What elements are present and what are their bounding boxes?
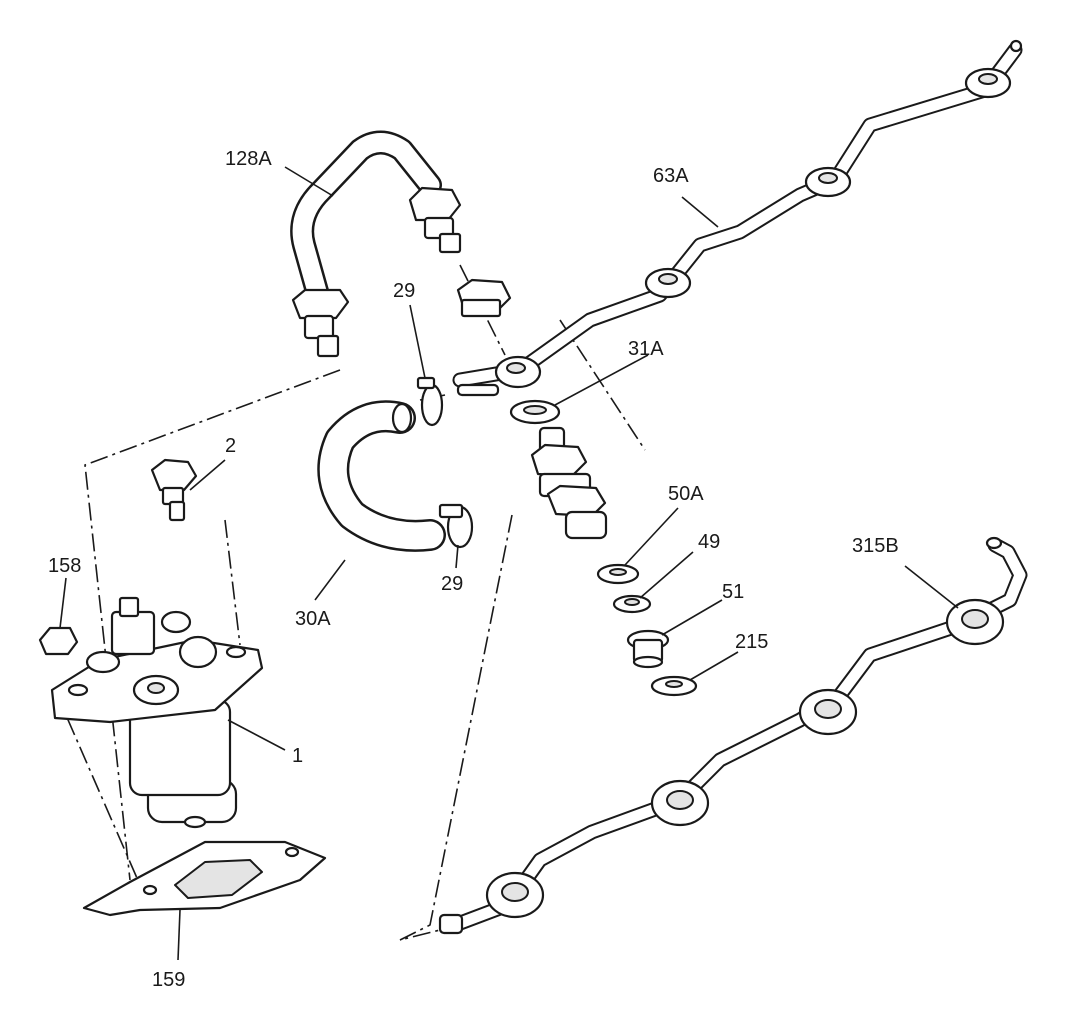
callout-labels: 128A 63A 29 31A 2 158 50A 49 51 215 315B… [48, 148, 899, 991]
callout-1: 1 [292, 745, 303, 767]
callout-51: 51 [722, 581, 744, 603]
part-31A-washer [509, 399, 561, 425]
line-nut-and-eye [456, 278, 542, 397]
callout-50A: 50A [668, 483, 704, 505]
callout-49: 49 [698, 531, 720, 553]
callout-128A: 128A [225, 148, 272, 170]
part-215-washer [650, 675, 698, 697]
part-1-injection-pump [50, 596, 264, 829]
part-50A-washer [596, 563, 640, 585]
part-30A-hose [317, 400, 446, 552]
callout-29-bottom: 29 [441, 573, 463, 595]
delivery-valve-connector [530, 426, 608, 540]
part-29-top-clamp [416, 376, 444, 427]
callout-159: 159 [152, 969, 185, 991]
part-29-bottom-clamp [438, 503, 474, 549]
part-128A-bent-pipe [290, 130, 462, 358]
callout-31A: 31A [628, 338, 664, 360]
callout-63A: 63A [653, 165, 689, 187]
part-49-washer [612, 594, 652, 614]
callout-158: 158 [48, 555, 81, 577]
part-63A-injection-line [452, 39, 1023, 388]
callout-315B: 315B [852, 535, 899, 557]
part-2-bolt [150, 458, 198, 522]
assembly-center-lines [54, 264, 646, 941]
callout-30A: 30A [295, 608, 331, 630]
callout-215: 215 [735, 631, 768, 653]
part-159-gasket [82, 840, 327, 917]
part-158-nut [38, 626, 79, 656]
leader-lines [59, 166, 959, 961]
callout-29-top: 29 [393, 280, 415, 302]
callout-2: 2 [225, 435, 236, 457]
part-315B-injection-line [438, 536, 1028, 935]
part-51-fitting [626, 629, 670, 669]
